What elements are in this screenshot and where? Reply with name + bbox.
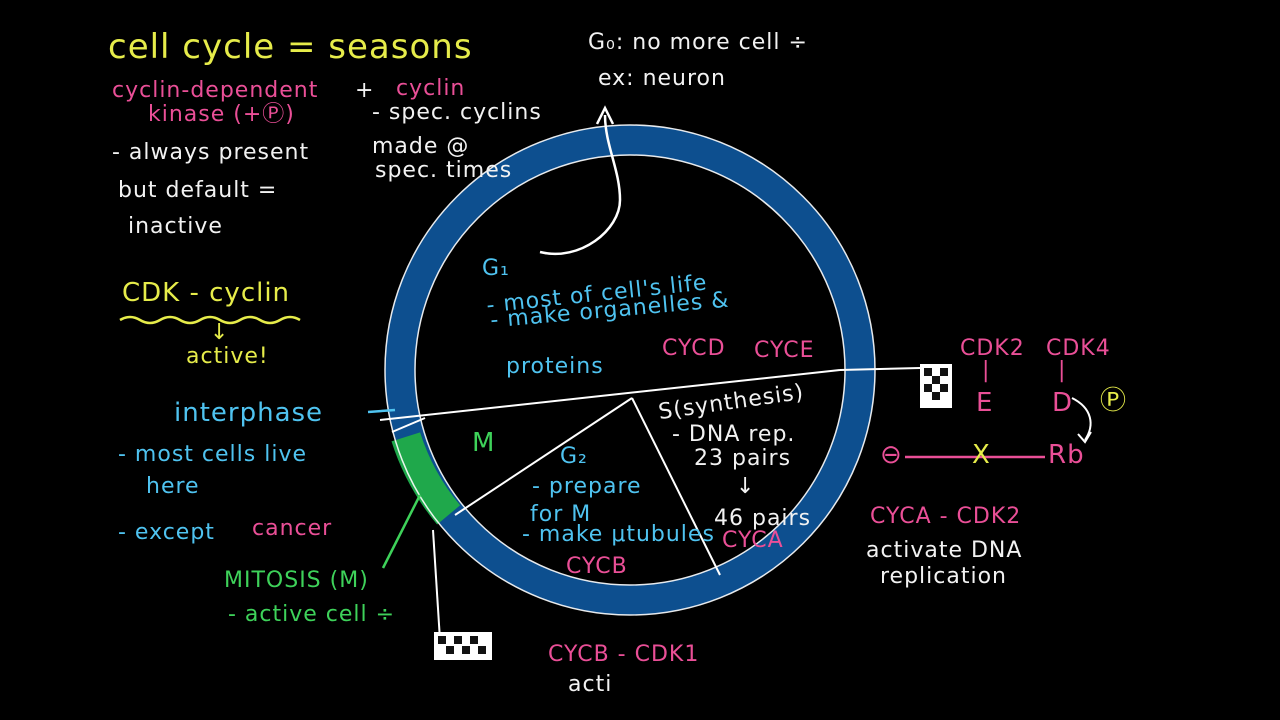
cycb-label: CYCB xyxy=(566,554,628,579)
always-line2: but default = xyxy=(118,178,278,203)
interphase-pointer xyxy=(367,408,396,414)
cdk2-label: CDK2 xyxy=(960,336,1025,361)
cyca-cdk2-label: CYCA - CDK2 xyxy=(870,504,1022,529)
activate-line1: activate DNA xyxy=(866,538,1023,563)
cdk-line1: cyclin-dependent xyxy=(112,78,319,103)
m-phase-label: M xyxy=(472,428,496,458)
cdk-cyclin-underline xyxy=(119,315,301,325)
g2-line1: - prepare xyxy=(532,474,642,499)
always-line1: - always present xyxy=(112,140,310,165)
x-mark: X xyxy=(972,440,991,470)
s-line3: 23 pairs xyxy=(694,446,792,471)
mitosis-line1: MITOSIS (M) xyxy=(224,568,369,593)
spec-line1: - spec. cyclins xyxy=(372,100,542,125)
g2-line3: - make μtubules xyxy=(522,522,715,547)
cyce-label: CYCE xyxy=(754,338,815,363)
g2m-checkpoint-line xyxy=(432,529,441,641)
interphase-line1: - most cells live xyxy=(118,442,307,467)
g0-line1: G₀: no more cell ÷ xyxy=(588,30,808,55)
g2-line2: for M xyxy=(530,502,592,527)
g0-arrow xyxy=(539,114,622,255)
cyclin-e-label: E xyxy=(976,388,994,418)
mitosis-pointer xyxy=(381,494,422,569)
s-line2: - DNA rep. xyxy=(672,422,796,447)
phospho-arrowhead xyxy=(1077,431,1092,444)
g1-line3: proteins xyxy=(506,354,604,379)
divider-mitosis-start xyxy=(391,417,426,433)
plus-sign: + xyxy=(355,78,375,103)
interphase-label: interphase xyxy=(174,398,324,428)
cyclin-d-label: D xyxy=(1052,388,1074,418)
mitosis-line2: - active cell ÷ xyxy=(228,602,396,627)
cdk4-bar: | xyxy=(1058,358,1067,383)
divider-m-g2 xyxy=(454,397,633,516)
g1-checkpoint-line xyxy=(839,367,921,371)
bottom-act-label: acti xyxy=(568,672,613,697)
cyca-label: CYCA xyxy=(722,528,784,553)
cancer-label: cancer xyxy=(252,516,333,541)
divider-g2-s xyxy=(631,397,721,576)
cdk-cyclin-label: CDK - cyclin xyxy=(122,278,291,308)
spec-line3: spec. times xyxy=(375,158,513,183)
except-label: - except xyxy=(118,520,215,545)
active-label: active! xyxy=(186,344,269,369)
activate-line2: replication xyxy=(880,564,1008,589)
cdk-line2: kinase (+Ⓟ) xyxy=(148,102,295,127)
s-line4: 46 pairs xyxy=(714,506,812,531)
cdk2-bar: | xyxy=(982,358,991,383)
phospho-arrow xyxy=(1071,397,1092,441)
cdk4-label: CDK4 xyxy=(1046,336,1111,361)
rb-label: Rb xyxy=(1048,440,1085,470)
title-cell-cycle: cell cycle = seasons xyxy=(108,27,473,67)
cyclin-label: cyclin xyxy=(396,76,466,101)
mitosis-arc xyxy=(391,432,461,525)
g2m-checkpoint-flag xyxy=(434,632,492,660)
g0-arrowhead xyxy=(595,105,615,125)
interphase-line2: here xyxy=(146,474,200,499)
g2-title: G₂ xyxy=(560,444,588,469)
inhibit-symbol: ⊖ xyxy=(880,440,903,470)
phosphate-label: Ⓟ xyxy=(1100,386,1128,416)
divider-g1-lower xyxy=(379,369,841,421)
cycd-label: CYCD xyxy=(662,336,726,361)
spec-line2: made @ xyxy=(372,134,470,159)
s-arrow: ↓ xyxy=(736,474,756,499)
g1-checkpoint-flag xyxy=(920,364,952,408)
g0-line2: ex: neuron xyxy=(598,66,726,91)
cycb-cdk1-label: CYCB - CDK1 xyxy=(548,642,700,667)
g1-title: G₁ xyxy=(482,256,510,281)
cdk-cyclin-arrow: ↓ xyxy=(210,320,230,345)
always-line3: inactive xyxy=(128,214,223,239)
